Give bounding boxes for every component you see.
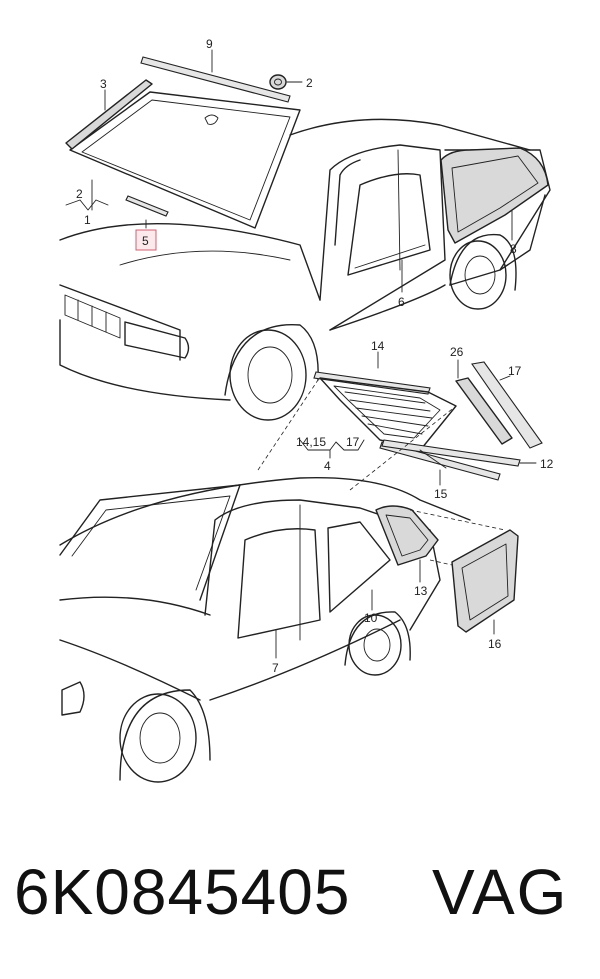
callout-3: 3 bbox=[100, 77, 107, 91]
callout-14: 14 bbox=[371, 339, 385, 353]
callout-7: 7 bbox=[272, 661, 279, 675]
part-number: 6K0845405 bbox=[14, 856, 351, 928]
callout-16: 16 bbox=[488, 637, 502, 651]
callout-26: 26 bbox=[450, 345, 464, 359]
part-8-window-seal bbox=[440, 147, 549, 244]
part-9-strip bbox=[140, 56, 291, 103]
callout-5: 5 bbox=[142, 234, 149, 248]
parts-diagram: 9 2 3 2 1 5 8 6 14 26 17 14,15 17 4 12 1… bbox=[59, 37, 554, 783]
part-2-clip bbox=[269, 74, 287, 90]
callout-1: 1 bbox=[84, 213, 91, 227]
callout-9: 9 bbox=[206, 37, 213, 51]
callout-2-clip: 2 bbox=[306, 76, 313, 90]
callout-2: 2 bbox=[76, 187, 83, 201]
callout-13: 13 bbox=[414, 584, 428, 598]
part-12-rail bbox=[381, 439, 521, 467]
callout-14-15: 14,15 bbox=[296, 435, 326, 449]
callout-17: 17 bbox=[346, 435, 360, 449]
part-5-highlight-box bbox=[135, 229, 157, 251]
callout-10: 10 bbox=[364, 611, 378, 625]
part-5-strip bbox=[125, 195, 169, 217]
part-26-strip bbox=[455, 377, 513, 445]
part-17-strip bbox=[471, 361, 543, 449]
part-13-window-seal bbox=[375, 505, 439, 566]
part-3-moulding bbox=[65, 79, 153, 150]
callout-17-strip: 17 bbox=[508, 364, 522, 378]
callout-6: 6 bbox=[398, 295, 405, 309]
upper-car-body bbox=[59, 91, 551, 421]
callout-8: 8 bbox=[510, 242, 517, 256]
leader-lines bbox=[65, 49, 537, 659]
callout-15: 15 bbox=[434, 487, 448, 501]
callout-12: 12 bbox=[540, 457, 554, 471]
brand-name: VAG bbox=[432, 856, 569, 928]
part-15-rail bbox=[379, 441, 501, 481]
lower-car-body bbox=[59, 476, 471, 783]
callout-4: 4 bbox=[324, 459, 331, 473]
part-16-window-seal bbox=[451, 529, 519, 633]
